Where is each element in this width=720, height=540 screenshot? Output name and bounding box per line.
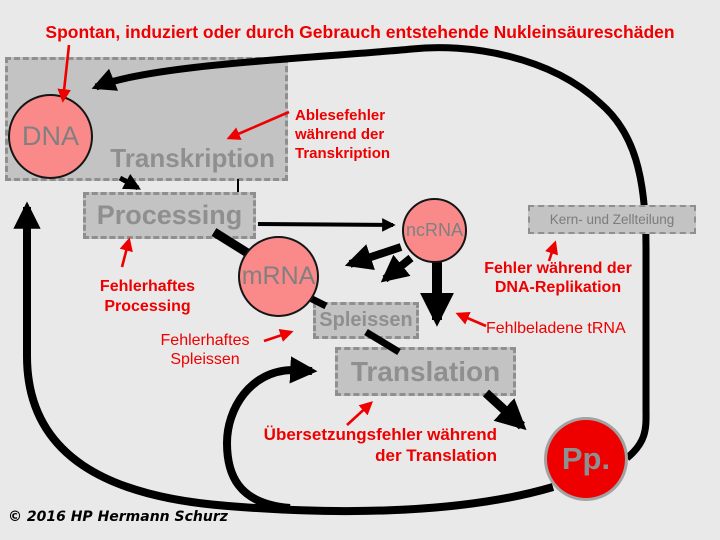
node-translation: Translation xyxy=(335,347,516,396)
node-transkription-label: Transkription xyxy=(110,143,275,173)
node-processing: Processing xyxy=(83,192,256,239)
node-dna-label: DNA xyxy=(21,121,79,151)
node-ncrna: ncRNA xyxy=(402,198,467,263)
node-mrna-label: mRNA xyxy=(241,262,316,290)
node-kern-und-zellteilung: Kern- und Zellteilung xyxy=(528,205,696,234)
label-ablesefehler: Ablesefehler während der Transkription xyxy=(295,107,391,162)
label-uebersetzungsfehler: Übersetzungsfehler während der Translati… xyxy=(263,425,497,465)
label-fehler-dna-replikation: Fehler während der DNA-Replikation xyxy=(484,260,632,296)
node-kern-label: Kern- und Zellteilung xyxy=(549,212,675,227)
label-fehlerhaftes-spleissen: Fehlerhaftes Spleissen xyxy=(160,332,250,368)
arrow-ncrna-to-mrna xyxy=(344,243,403,271)
label-fehlbeladene-trna: Fehlbeladene tRNA xyxy=(486,320,626,337)
node-dna: DNA xyxy=(8,94,93,179)
label-fehlerhaftes-processing: Fehlerhaftes Processing xyxy=(99,278,196,315)
copyright-notice: © 2016 HP Hermann Schurz xyxy=(8,509,228,525)
arrow-processing-to-ncrna xyxy=(257,218,396,232)
node-spleissen-label: Spleissen xyxy=(319,309,413,331)
pointer-uebersetzungsfehler xyxy=(346,401,373,426)
node-spleissen: Spleissen xyxy=(313,302,419,339)
node-processing-label: Processing xyxy=(96,200,243,230)
node-ncrna-label: ncRNA xyxy=(405,220,463,240)
node-translation-label: Translation xyxy=(350,355,501,387)
pointer-fehlerhaftes-processing xyxy=(119,237,133,268)
arrow-translation-to-pp xyxy=(482,389,527,431)
node-pp-label: Pp. xyxy=(561,441,611,476)
diagram-title: Spontan, induziert oder durch Gebrauch e… xyxy=(45,22,675,42)
pointer-fehlerhaftes-spleissen xyxy=(263,329,294,343)
pointer-fehlbeladene-trna xyxy=(455,312,487,328)
arrow-ncrna-to-spleissen xyxy=(380,254,414,283)
node-mrna: mRNA xyxy=(238,236,319,317)
node-pp-protein: Pp. xyxy=(544,417,628,501)
